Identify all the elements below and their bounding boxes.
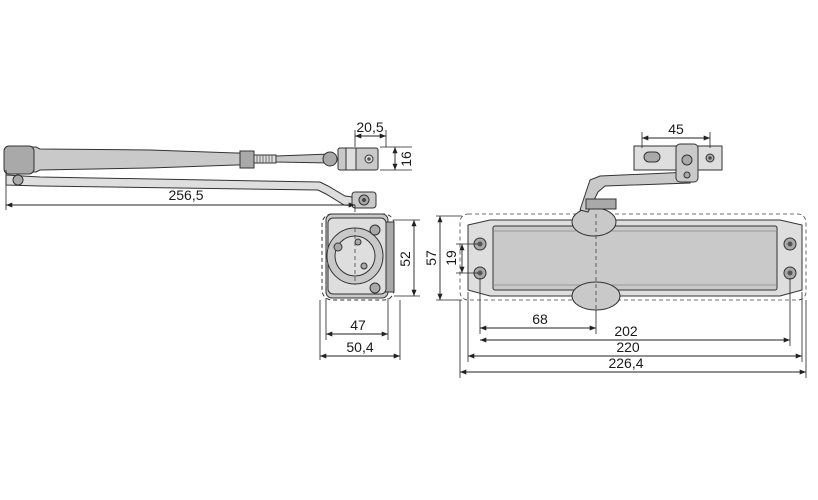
label-57: 57: [423, 250, 439, 266]
dim-body-depth-overall: 50,4: [319, 300, 401, 360]
dim-body-length: 220: [467, 292, 803, 362]
mounting-bracket: [633, 143, 723, 183]
pinion-connection: [351, 191, 377, 209]
dim-arm-length: 256,5: [5, 170, 356, 212]
label-52: 52: [397, 251, 413, 267]
closer-arm-assembly: [3, 145, 395, 301]
closer-front-view: [459, 143, 807, 312]
label-16: 16: [398, 151, 414, 167]
dim-arm-head-height: 16: [380, 146, 414, 171]
dim-offset-68: 68: [479, 278, 597, 334]
label-220: 220: [616, 339, 640, 355]
pinion-top: [571, 207, 617, 237]
threaded-rod: [253, 154, 277, 164]
arm-knuckle: [3, 145, 35, 175]
label-202: 202: [614, 323, 638, 339]
dim-overall-length: 226,4: [459, 300, 807, 378]
dim-hole-spacing-202: 202: [480, 278, 791, 346]
dim-body-height-57: 57: [423, 215, 462, 301]
label-20-5: 20,5: [356, 119, 383, 135]
label-256-5: 256,5: [168, 187, 203, 203]
connecting-rod: [275, 153, 331, 164]
upper-arm: [5, 146, 241, 173]
arm-pivot: [12, 174, 24, 186]
arm-clamp: [585, 198, 617, 210]
adjustment-nut: [239, 150, 255, 169]
label-47: 47: [350, 317, 366, 333]
dim-body-depth: 47: [325, 298, 389, 340]
closer-center-panel: [492, 225, 778, 291]
dim-body-height-52: 52: [394, 219, 420, 297]
label-45: 45: [668, 121, 684, 137]
arm-head: [322, 147, 379, 171]
closer-side-view: [321, 213, 395, 301]
dim-bracket-hole-spacing: 45: [641, 121, 711, 148]
mounting-screws: [473, 237, 797, 280]
label-226-4: 226,4: [608, 355, 643, 371]
dim-hole-spacing-vertical: 19: [443, 243, 478, 274]
label-50-4: 50,4: [346, 339, 373, 355]
dim-arm-head-width: 20,5: [354, 119, 387, 147]
label-19: 19: [443, 250, 459, 266]
mounting-plate-outline: [459, 213, 807, 301]
label-68: 68: [532, 311, 548, 327]
